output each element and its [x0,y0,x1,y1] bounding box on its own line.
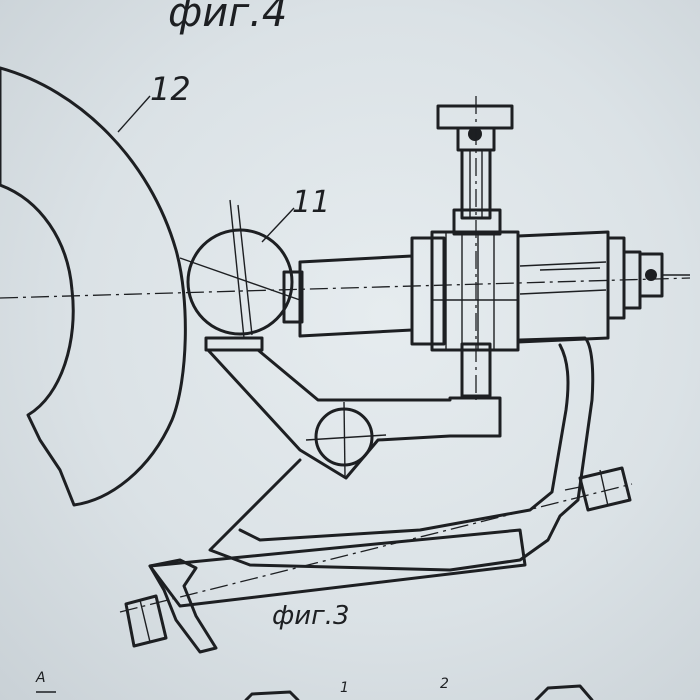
horizontal-center-axis [0,277,691,299]
top-figure-caption: фиг.4 [168,0,287,36]
vertical-screw [436,96,514,400]
part-2-label: 2 [440,676,449,692]
lever-arm [206,348,502,480]
bolt-left [124,594,168,648]
bolt-right [564,466,632,512]
section-mark-label: A [35,670,46,686]
grinding-wheel [0,66,187,507]
spindle-head [410,230,520,352]
ball-workpiece [179,199,301,339]
right-cylinder [516,230,642,344]
holder-cylinder [282,254,414,338]
callout-wheel-number: 12 [150,70,191,108]
bottom-figure-caption: фиг.3 [272,601,350,631]
base-frame [119,336,633,613]
rest-plate [204,336,264,352]
callout-leader-11 [261,207,295,243]
callout-ball-number: 11 [292,185,330,220]
part-1-label: 1 [340,680,349,696]
hook-clamp [148,558,218,654]
adjust-knob-right [638,252,690,298]
callout-leader-12 [117,95,151,133]
bottom-fragments: A 1 2 [35,670,594,700]
